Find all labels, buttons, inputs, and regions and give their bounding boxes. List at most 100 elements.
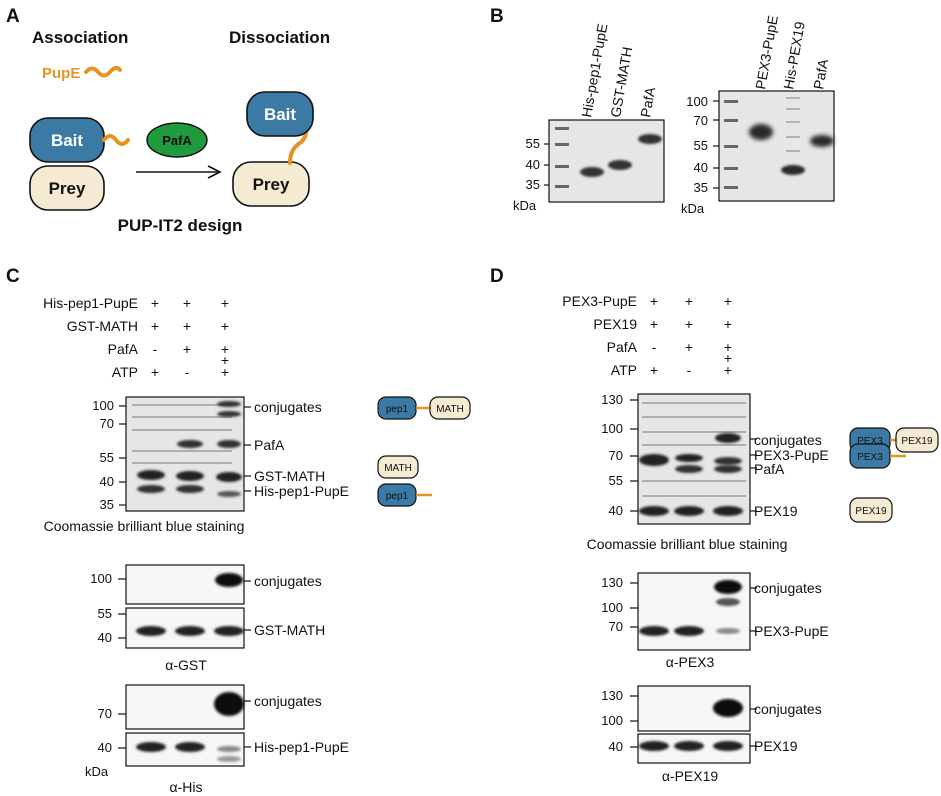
gel2-ladder: [724, 100, 738, 189]
his-pex19-smear: [786, 97, 800, 152]
gel-c-label-gst-math: GST-MATH: [254, 468, 325, 484]
gel-c-marker-35: 35: [100, 497, 114, 512]
blot-d-pex19-marker-130: 130: [601, 688, 623, 703]
gel-d-label-pafa: PafA: [754, 461, 785, 477]
panel-a-letter: A: [6, 6, 20, 27]
c-sign: +: [151, 318, 159, 334]
prey-shape: [29, 165, 105, 211]
blot-d-pex3-label-conjugates: conjugates: [754, 580, 822, 596]
bait-shape-2: [246, 91, 314, 137]
gel2-marker-70: 70: [694, 113, 708, 128]
c-sign: +: [221, 364, 229, 380]
gel2-marker-40: 40: [694, 160, 708, 175]
pex19-icon-2: [849, 497, 893, 523]
gel-c-conjugates-band: [217, 401, 241, 407]
blot-c-his-caption: α-His: [170, 779, 203, 795]
d-sign: +: [724, 316, 732, 332]
gel-c-pafa-band: [177, 440, 203, 448]
pupe-tag-icon: [102, 134, 130, 146]
c-row-3-label: PafA: [108, 341, 139, 357]
d-row-3-label: PafA: [607, 339, 638, 355]
blot-c-gst-conjugates: [215, 573, 243, 587]
gel-c-label-his-pep1: His-pep1-PupE: [254, 483, 349, 499]
math-icon-label: MATH: [436, 404, 464, 415]
gel1-marker-35: 35: [526, 177, 540, 192]
math-icon-2: [377, 455, 419, 479]
blot-d-pex3-conjugates: [714, 580, 742, 594]
blot-c-his-label-his-pep1: His-pep1-PupE: [254, 739, 349, 755]
blot-c-gst-marker-55: 55: [98, 606, 112, 621]
band-pafa-2: [810, 135, 834, 147]
prey-shape-2: [232, 161, 310, 207]
blot-c-his-kda: kDa: [85, 764, 109, 779]
d-sign: +: [650, 316, 658, 332]
dissociation-title: Dissociation: [229, 28, 330, 47]
gel-c-background-bands: [132, 404, 232, 464]
gel-c-marker-100: 100: [92, 398, 114, 413]
c-row-2-label: GST-MATH: [67, 318, 138, 334]
arrow-head-icon: [207, 165, 222, 179]
gel2-marker-100: 100: [686, 94, 708, 109]
blot-c-gst-marker-40: 40: [98, 630, 112, 645]
c-sign-grid: + + + + + + - + + + - + +: [151, 295, 229, 380]
pex19-icon-label: PEX19: [901, 436, 933, 447]
c-sign: -: [153, 341, 158, 357]
panel-d-letter: D: [490, 266, 504, 287]
gel-c-marker-40: 40: [100, 474, 114, 489]
gel-c-his-pep1-band: [137, 485, 165, 493]
c-sign: +: [183, 318, 191, 334]
pupe-squiggle-icon: [84, 65, 122, 78]
panel-c-letter: C: [6, 266, 20, 287]
pep1-icon-2-label: pep1: [386, 491, 409, 502]
c-sign: +: [151, 364, 159, 380]
gel-d-label-pex3-pupe: PEX3-PupE: [754, 447, 829, 463]
prey-label: Prey: [49, 179, 86, 198]
d-sign: +: [650, 362, 658, 378]
c-sign: +: [221, 295, 229, 311]
d-sign: -: [687, 362, 692, 378]
blot-d-pex3-marker-130: 130: [601, 575, 623, 590]
blot-c-his-pep1-bands: [175, 742, 205, 752]
blot-d-pex3-caption: α-PEX3: [666, 654, 715, 670]
d-sign: +: [685, 316, 693, 332]
blot-d-pex3-pupe-bands: [639, 626, 669, 636]
panel-d: D PEX3-PupE PEX19 PafA ATP + + + + + + -…: [490, 266, 939, 784]
c-row-4-label: ATP: [112, 364, 138, 380]
gel2-lane-1-label: PEX3-PupE: [752, 14, 781, 90]
d-row-4-label: ATP: [611, 362, 637, 378]
blot-d-pex3-label-pex3-pupe: PEX3-PupE: [754, 623, 829, 639]
d-sign: +: [724, 362, 732, 378]
d-sign-grid: + + + + + + - + + + - + +: [650, 293, 732, 378]
gel-d-pex19-band: [639, 506, 669, 516]
gel-c-marker-70: 70: [100, 416, 114, 431]
band-gst-math: [608, 160, 632, 170]
blot-d-pex19-marker-40: 40: [609, 739, 623, 754]
blot-c-gst-caption: α-GST: [165, 657, 207, 673]
gel-1: [548, 119, 665, 203]
gel-d-pafa-band: [675, 465, 703, 473]
band-his-pex19: [781, 165, 805, 175]
d-sign: +: [724, 293, 732, 309]
band-pex3-pupe: [749, 124, 773, 140]
gel-c-label-conjugates: conjugates: [254, 399, 322, 415]
gel-c-marker-55: 55: [100, 450, 114, 465]
blot-d-pex19-marker-100: 100: [601, 713, 623, 728]
blot-d-pex19-conjugates: [713, 699, 743, 717]
gel-d-marker-55: 55: [609, 473, 623, 488]
blot-d-pex19-label-conjugates: conjugates: [754, 701, 822, 717]
c-row-1-label: His-pep1-PupE: [43, 295, 138, 311]
math-icon-2-label: MATH: [384, 463, 412, 474]
gel2-marker-55: 55: [694, 138, 708, 153]
d-sign: +: [724, 339, 732, 355]
d-sign: +: [685, 339, 693, 355]
bait-label-2: Bait: [264, 105, 296, 124]
c-sign: +: [221, 341, 229, 357]
gel-d-marker-100: 100: [601, 421, 623, 436]
pex19-icon: [895, 427, 939, 453]
gel1-lane-2-label: GST-MATH: [607, 46, 635, 119]
gel1-lane-3-label: PafA: [637, 85, 658, 118]
d-row-1-label: PEX3-PupE: [562, 293, 637, 309]
gel1-lane-1-label: His-pep1-PupE: [578, 22, 610, 118]
band-his-pep1-pupe: [580, 167, 604, 177]
